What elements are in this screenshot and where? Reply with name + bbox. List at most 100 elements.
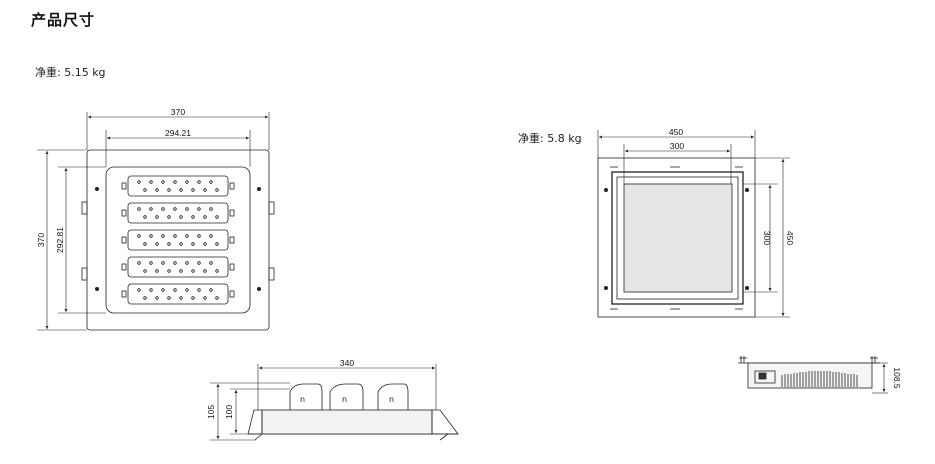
product-b-top-view <box>597 157 756 318</box>
led-dot <box>185 207 189 211</box>
led-module <box>127 229 229 251</box>
led-dot <box>173 207 177 211</box>
product-a-weight: 净重: 5.15 kg <box>35 66 106 79</box>
led-dot <box>209 288 213 292</box>
led-dot <box>203 242 207 246</box>
screw-hole <box>256 286 261 291</box>
led-dot <box>173 234 177 238</box>
led-dot <box>197 207 201 211</box>
led-dot <box>209 261 213 265</box>
screw-hole <box>604 285 609 290</box>
dim-a-height-total: 105 <box>206 405 216 419</box>
led-dot <box>149 180 153 184</box>
led-dot <box>209 207 213 211</box>
led-module <box>127 256 229 278</box>
dim-b-outer-height: 450 <box>785 231 795 245</box>
led-module-clip <box>121 236 127 244</box>
led-dot <box>197 180 201 184</box>
product-a-side-dimensions <box>210 364 437 441</box>
led-dot <box>167 296 171 300</box>
dim-b-outer-width: 450 <box>669 127 683 137</box>
led-dot <box>191 269 195 273</box>
led-dot <box>191 215 195 219</box>
led-dot <box>143 269 147 273</box>
screw-hole <box>604 187 609 192</box>
product-a-top-view <box>81 149 275 331</box>
dim-b-inner-height: 300 <box>762 231 772 245</box>
led-dot <box>191 188 195 192</box>
led-dot <box>137 288 141 292</box>
led-dot <box>191 242 195 246</box>
led-module-clip <box>229 209 235 217</box>
product-b-top-dimensions <box>597 130 790 318</box>
led-dot <box>215 188 219 192</box>
led-module-clip <box>121 209 127 217</box>
led-dot <box>203 215 207 219</box>
led-dot <box>161 261 165 265</box>
led-dot <box>197 288 201 292</box>
led-dot <box>143 296 147 300</box>
product-a-top-dimensions <box>37 112 270 331</box>
left-flange <box>247 409 263 435</box>
product-b-side-view <box>738 356 880 389</box>
led-dot <box>155 296 159 300</box>
led-dot <box>167 215 171 219</box>
led-module-clip <box>229 263 235 271</box>
led-dot <box>203 296 207 300</box>
led-module-clip <box>229 290 235 298</box>
heatsink-fin <box>377 383 409 410</box>
svg-text:n: n <box>300 395 305 404</box>
led-dot <box>155 215 159 219</box>
screw-hole <box>95 286 100 291</box>
right-flange <box>431 409 459 435</box>
led-dot <box>161 207 165 211</box>
dim-a-inner-height: 292.81 <box>55 227 65 253</box>
led-dot <box>167 269 171 273</box>
led-dot <box>149 261 153 265</box>
led-dot <box>155 188 159 192</box>
led-dot <box>137 261 141 265</box>
led-dot <box>185 261 189 265</box>
led-dot <box>173 288 177 292</box>
led-dot <box>149 288 153 292</box>
dim-a-height-body: 100 <box>224 405 234 419</box>
outer-frame <box>86 149 270 331</box>
led-module-clip <box>229 182 235 190</box>
led-dot <box>209 180 213 184</box>
led-dot <box>185 288 189 292</box>
dim-a-side-length: 340 <box>340 358 354 368</box>
led-dot <box>179 188 183 192</box>
led-dot <box>161 234 165 238</box>
led-dot <box>143 188 147 192</box>
heatsink-fin <box>329 383 364 410</box>
led-dot <box>215 296 219 300</box>
led-dot <box>203 188 207 192</box>
light-panel <box>623 183 733 293</box>
dim-a-outer-height: 370 <box>36 233 46 247</box>
led-module <box>127 283 229 305</box>
led-dot <box>191 296 195 300</box>
led-dot <box>149 234 153 238</box>
side-tab <box>268 267 275 281</box>
dim-a-outer-width: 370 <box>171 107 185 117</box>
led-dot <box>209 234 213 238</box>
led-dot <box>179 269 183 273</box>
led-modules <box>121 175 235 305</box>
dim-b-side-height: 108.5 <box>892 367 902 389</box>
led-dot <box>215 215 219 219</box>
led-module <box>127 202 229 224</box>
driver-box <box>754 370 776 384</box>
screw-hole <box>745 285 750 290</box>
product-a-side-view: n n n <box>247 383 459 441</box>
led-module <box>127 175 229 197</box>
screw-hole <box>745 187 750 192</box>
led-dot <box>179 296 183 300</box>
led-dot <box>161 288 165 292</box>
led-dot <box>173 180 177 184</box>
housing-body <box>261 409 433 435</box>
side-tab <box>81 267 88 281</box>
connector <box>758 372 767 380</box>
led-dot <box>149 207 153 211</box>
led-dot <box>143 242 147 246</box>
